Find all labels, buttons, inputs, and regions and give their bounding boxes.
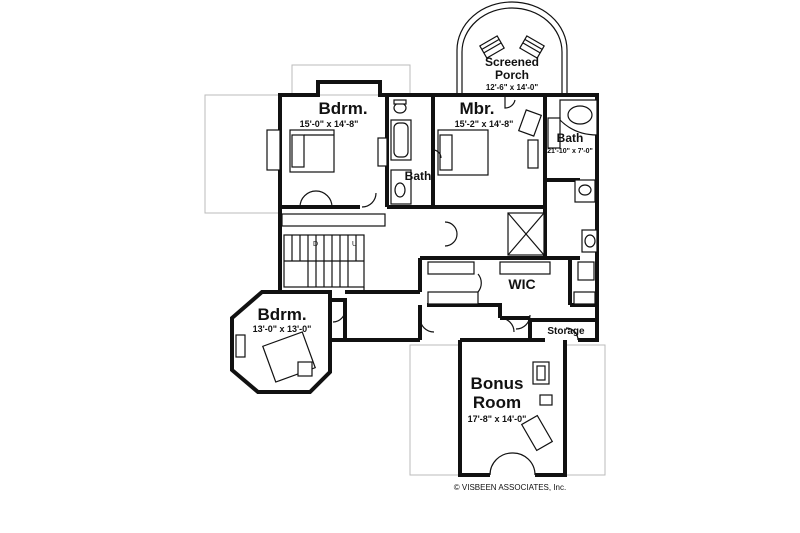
porch-name-line1: Screened: [485, 55, 539, 69]
bonus-size: 17'-8" x 14'-0": [468, 414, 527, 424]
porch-chair-left: [479, 35, 505, 59]
storage-name: Storage: [547, 326, 585, 337]
master-bedroom-furniture: [432, 95, 543, 176]
stair-up-label: U: [352, 241, 357, 248]
room-labels: Bdrm. 15'-0" x 14'-8" Bath Mbr. 15'-2" x…: [253, 55, 593, 424]
bath-upper-name: Bath: [405, 169, 432, 183]
bedroom-lower-size: 13'-0" x 13'-0": [253, 324, 312, 334]
stair-down-label: D: [313, 241, 318, 248]
master-bath-fixtures: [507, 99, 598, 256]
master-bath-name: Bath: [557, 131, 584, 145]
stairs: D U: [283, 234, 365, 292]
lower-bedroom: [230, 290, 347, 394]
upper-bath-fixtures: [390, 99, 412, 205]
screened-porch: [456, 1, 568, 96]
bonus-room-furniture: [489, 317, 554, 476]
master-size: 15'-2" x 14'-8": [455, 119, 514, 129]
door-swings: [361, 192, 579, 341]
wic-name: WIC: [508, 276, 535, 292]
closet-shelving: [281, 213, 596, 305]
bedroom-upper-size: 15'-0" x 14'-8": [300, 119, 359, 129]
bedroom-upper-name: Bdrm.: [318, 99, 367, 118]
master-name: Mbr.: [460, 99, 495, 118]
porch-size: 12'-6" x 14'-0": [486, 83, 539, 92]
bonus-name-line2: Room: [473, 393, 521, 412]
bedroom-lower-name: Bdrm.: [257, 305, 306, 324]
master-bath-size: 21'-10" x 7'-0": [547, 148, 593, 155]
porch-chair-right: [519, 35, 545, 59]
porch-name-line2: Porch: [495, 68, 529, 82]
credit-text: © VISBEEN ASSOCIATES, Inc.: [454, 483, 566, 492]
bonus-name-line1: Bonus: [471, 374, 524, 393]
upper-bedroom-furniture: [266, 129, 388, 208]
